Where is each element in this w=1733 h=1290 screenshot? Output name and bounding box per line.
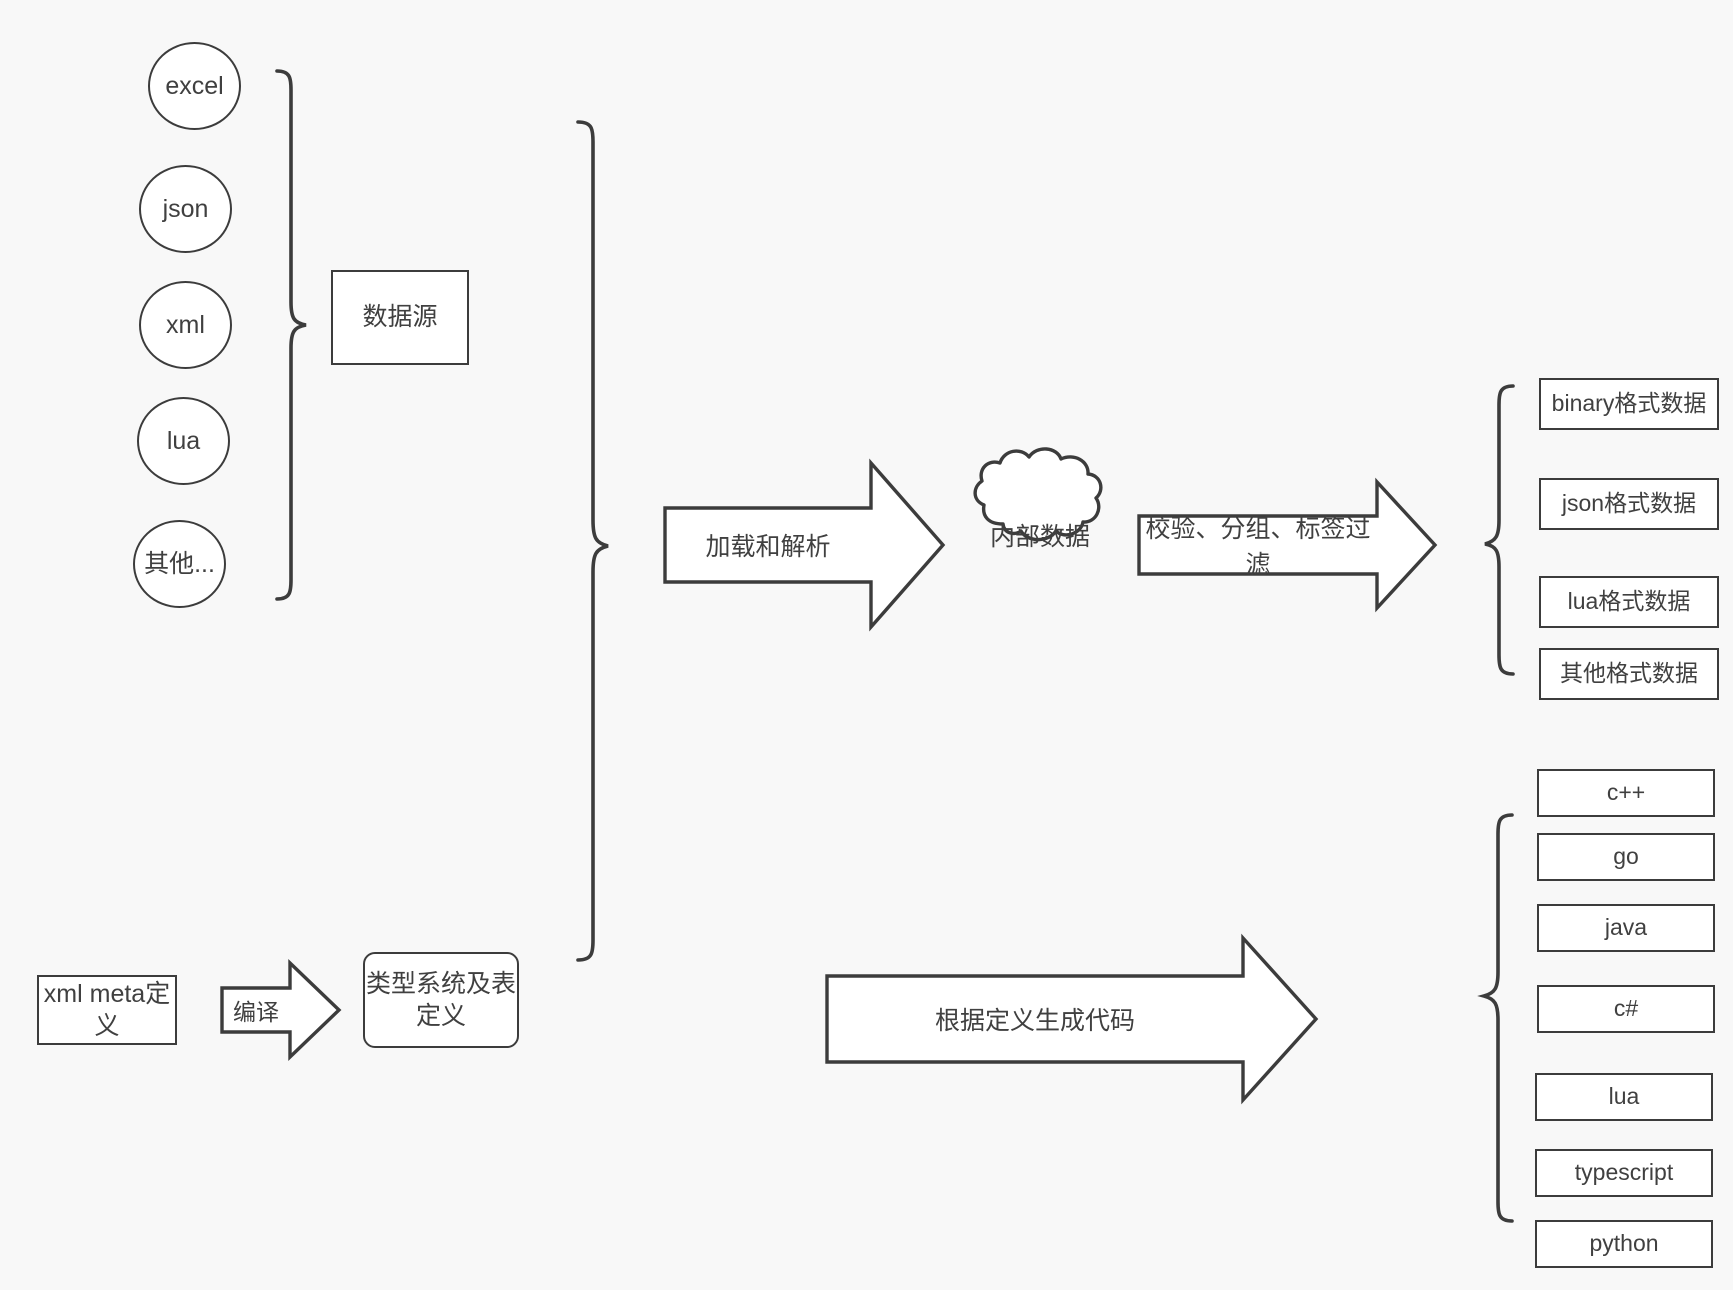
language-box-python[interactable]: python xyxy=(1535,1220,1713,1268)
output-format-label: lua格式数据 xyxy=(1567,588,1691,615)
language-label: python xyxy=(1589,1230,1659,1257)
language-box-typescript[interactable]: typescript xyxy=(1535,1149,1713,1197)
source-node-label: lua xyxy=(166,426,201,455)
output-format-other[interactable]: 其他格式数据 xyxy=(1539,648,1719,700)
pipeline-input-brace-icon xyxy=(576,120,609,962)
output-format-label: json格式数据 xyxy=(1561,490,1697,517)
output-formats-brace-icon xyxy=(1484,384,1515,676)
output-format-binary[interactable]: binary格式数据 xyxy=(1539,378,1719,430)
internal-data-cloud-label-wrap: 内部数据 xyxy=(985,515,1095,555)
compile-arrow-icon xyxy=(220,959,342,1061)
output-format-label: 其他格式数据 xyxy=(1560,660,1698,687)
source-node-excel[interactable]: excel xyxy=(148,42,241,130)
internal-data-cloud-label: 内部数据 xyxy=(989,523,1090,551)
sources-brace-icon xyxy=(275,69,307,601)
source-node-label: 其他... xyxy=(144,549,215,578)
output-format-label: binary格式数据 xyxy=(1551,390,1707,417)
output-languages-brace-icon xyxy=(1477,813,1514,1223)
language-box-go[interactable]: go xyxy=(1537,833,1715,881)
language-label: go xyxy=(1613,843,1639,870)
source-node-label: excel xyxy=(165,71,224,100)
source-node-xml[interactable]: xml xyxy=(139,281,232,369)
filter-arrow-label-wrap: 校验、分组、标签过滤 xyxy=(1139,515,1377,579)
load-parse-arrow-icon xyxy=(663,458,946,632)
language-box-java[interactable]: java xyxy=(1537,904,1715,952)
filter-arrow-label: 校验、分组、标签过滤 xyxy=(1145,515,1371,579)
language-label: c++ xyxy=(1606,779,1646,806)
data-source-label: 数据源 xyxy=(362,303,438,332)
source-node-label: json xyxy=(162,194,209,223)
codegen-arrow-icon xyxy=(825,933,1319,1105)
type-system-label: 类型系统及表 定义 xyxy=(365,969,516,1031)
xml-meta-definition-label: xml meta定 义 xyxy=(43,979,171,1041)
language-box-lua[interactable]: lua xyxy=(1535,1073,1713,1121)
codegen-arrow-label: 根据定义生成代码 xyxy=(934,1007,1135,1035)
language-box-csharp[interactable]: c# xyxy=(1537,985,1715,1033)
output-format-lua[interactable]: lua格式数据 xyxy=(1539,576,1719,628)
output-format-json[interactable]: json格式数据 xyxy=(1539,478,1719,530)
language-label: lua xyxy=(1608,1083,1640,1110)
filter-arrow-icon xyxy=(1137,477,1438,613)
language-box-cpp[interactable]: c++ xyxy=(1537,769,1715,817)
compile-arrow-label-wrap: 编译 xyxy=(222,988,290,1032)
source-node-json[interactable]: json xyxy=(139,165,232,253)
source-node-other[interactable]: 其他... xyxy=(133,520,226,608)
compile-arrow-label: 编译 xyxy=(233,999,279,1025)
data-source-box[interactable]: 数据源 xyxy=(331,270,469,365)
type-system-box[interactable]: 类型系统及表 定义 xyxy=(363,952,519,1048)
load-parse-arrow-label: 加载和解析 xyxy=(705,533,831,561)
language-label: typescript xyxy=(1574,1159,1674,1186)
xml-meta-definition-box[interactable]: xml meta定 义 xyxy=(37,975,177,1045)
source-node-lua[interactable]: lua xyxy=(137,397,230,485)
codegen-arrow-label-wrap: 根据定义生成代码 xyxy=(827,976,1243,1062)
load-parse-arrow-label-wrap: 加载和解析 xyxy=(665,508,871,582)
source-node-label: xml xyxy=(166,310,205,339)
language-label: c# xyxy=(1613,995,1639,1022)
language-label: java xyxy=(1604,914,1648,941)
